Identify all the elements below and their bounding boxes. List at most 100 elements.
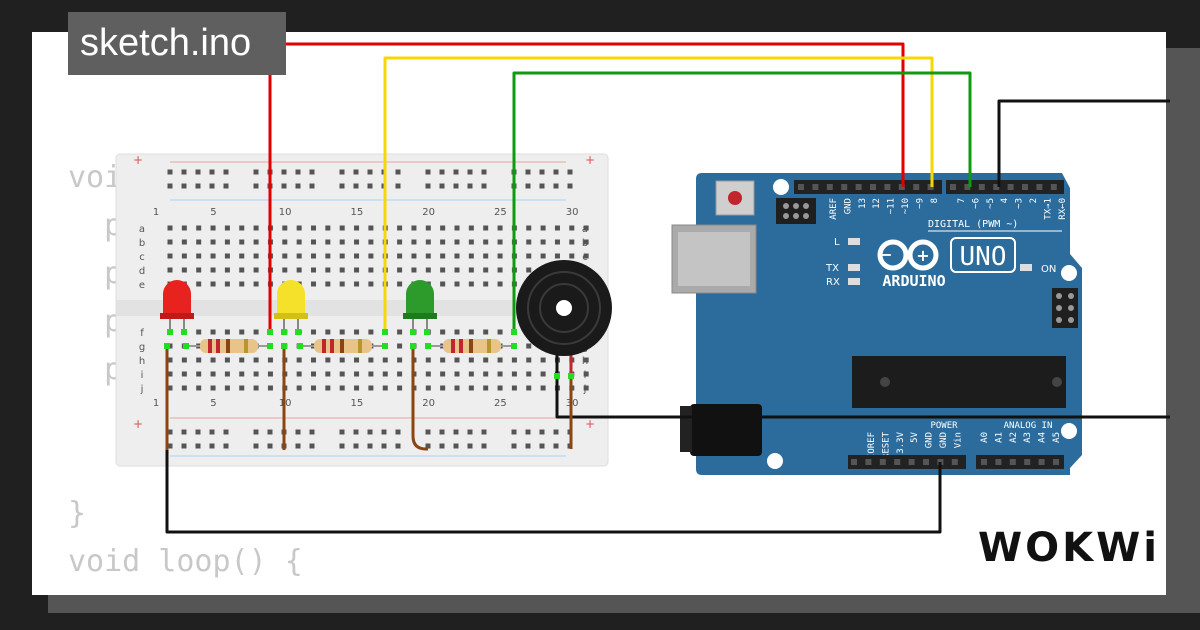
- breadboard-row-label: b: [139, 238, 145, 249]
- digital-pin-label: ~9: [915, 198, 925, 209]
- power-pin-label: GND: [939, 432, 949, 448]
- reset-button-cap[interactable]: [728, 191, 742, 205]
- breadboard-column-label: 20: [422, 398, 435, 409]
- board-model-label: UNO: [960, 242, 1007, 272]
- wire-black-gnd[interactable]: [165, 450, 942, 534]
- wire-brown-3[interactable]: [411, 346, 428, 451]
- power-label: POWER: [930, 421, 958, 431]
- breadboard-row-label: f: [140, 328, 144, 339]
- power-plus-label: +: [585, 417, 595, 431]
- breadboard-row-label: b: [582, 238, 588, 249]
- board-led-label: TX: [825, 263, 839, 274]
- breadboard-column-label: 5: [210, 398, 216, 409]
- resistor-3[interactable]: [428, 339, 514, 353]
- power-on-led: [1020, 264, 1032, 271]
- breadboard-row-label: h: [139, 356, 145, 367]
- rx-led: [848, 278, 860, 285]
- breadboard-column-label: 1: [153, 398, 159, 409]
- digital-pin-label: ~6: [971, 198, 981, 209]
- power-pin-label: RESET: [881, 431, 891, 459]
- digital-pin-label: AREF: [829, 198, 839, 220]
- resistor-2[interactable]: [300, 339, 385, 353]
- breadboard-column-label: 15: [351, 398, 364, 409]
- code-line: digitalWrite(11, HIGH);: [68, 586, 519, 595]
- digital-pin-label: ~10: [901, 198, 911, 214]
- wire-green[interactable]: [512, 71, 972, 332]
- power-jack[interactable]: [690, 404, 762, 456]
- arduino-uno-board[interactable]: AREF GND 13 12 ~11 ~10 ~9 8 7 ~6 ~5 4 ~3 2 TX→1 RX←0 DI…: [671, 173, 1082, 475]
- breadboard-column-label: 30: [566, 207, 579, 218]
- breadboard-column-label: 20: [422, 207, 435, 218]
- digital-pin-label: ~5: [986, 198, 996, 209]
- digital-pin-label: 12: [872, 198, 882, 209]
- analog-label: ANALOG IN: [1004, 421, 1053, 431]
- board-led-label: RX: [826, 277, 840, 288]
- analog-header[interactable]: [976, 455, 1064, 469]
- breadboard-row-label: j: [140, 384, 144, 395]
- breadboard-row-label: g: [139, 342, 145, 353]
- power-plus-label: +: [133, 417, 143, 431]
- analog-pin-label: A0: [980, 432, 990, 443]
- on-label: ON: [1041, 264, 1056, 275]
- breadboard-row-label: i: [584, 370, 587, 381]
- analog-pin-label: A2: [1009, 432, 1019, 443]
- digital-pin-label: ~11: [887, 198, 897, 214]
- arduino-infinity-logo: [877, 239, 939, 271]
- digital-pwm-label: DIGITAL (PWM ~): [928, 219, 1018, 230]
- power-pin-label: 5V: [910, 431, 920, 442]
- breadboard-column-label: 15: [351, 207, 364, 218]
- breadboard-row-label: c: [582, 252, 588, 263]
- wires: [165, 42, 1170, 534]
- breadboard-column-label: 1: [153, 207, 159, 218]
- code-line: void loop() {: [68, 544, 303, 579]
- digital-pin-label: 2: [1029, 198, 1039, 203]
- digital-header-right[interactable]: [946, 180, 1064, 194]
- analog-pin-label: A5: [1052, 432, 1062, 443]
- breadboard-row-label: i: [141, 370, 144, 381]
- wokwi-logo: WOKWi: [978, 525, 1160, 571]
- breadboard-column-label: 5: [210, 207, 216, 218]
- wire-red[interactable]: [268, 42, 905, 332]
- svg-text:+: +: [916, 246, 929, 265]
- digital-header-left[interactable]: [794, 180, 942, 194]
- breadboard-row-label: e: [139, 280, 145, 291]
- code-line: }: [68, 496, 87, 531]
- digital-pin-label: 8: [930, 198, 940, 203]
- breadboard-row-label: c: [139, 252, 145, 263]
- digital-pin-label: ~3: [1015, 198, 1025, 209]
- buzzer[interactable]: [516, 260, 612, 376]
- power-plus-label: +: [585, 153, 595, 167]
- breadboard-row-label: h: [582, 356, 588, 367]
- digital-pin-label: 7: [957, 198, 967, 203]
- resistor-1[interactable]: [186, 339, 270, 353]
- digital-pin-label: GND: [843, 198, 853, 214]
- l-led: [848, 238, 860, 245]
- led-yellow[interactable]: [274, 280, 308, 332]
- tx-led: [848, 264, 860, 271]
- digital-pin-label: RX←0: [1058, 198, 1068, 220]
- connection-points: [164, 329, 574, 379]
- digital-pin-label: 13: [858, 198, 868, 209]
- breadboard-column-label: 25: [494, 398, 507, 409]
- svg-text:−: −: [879, 245, 892, 264]
- wire-yellow[interactable]: [383, 56, 934, 332]
- power-pin-label: GND: [925, 432, 935, 448]
- digital-pin-label: TX→1: [1043, 198, 1053, 220]
- breadboard-column-label: 10: [279, 207, 292, 218]
- power-header[interactable]: [848, 455, 966, 469]
- analog-pin-label: A4: [1038, 432, 1048, 443]
- power-plus-label: +: [133, 153, 143, 167]
- analog-pin-label: A3: [1023, 432, 1033, 443]
- window-title: sketch.ino: [68, 12, 286, 75]
- digital-pin-label: 4: [1000, 198, 1010, 203]
- breadboard-row-label: j: [583, 384, 587, 395]
- board-brand-label: ARDUINO: [882, 272, 945, 290]
- wire-black-buzzer[interactable]: [555, 376, 1170, 419]
- wire-black-pin4[interactable]: [997, 99, 1170, 187]
- power-pin-label: Vin: [953, 432, 963, 448]
- power-pin-label: IOREF: [867, 432, 877, 459]
- breadboard-row-label: a: [139, 224, 145, 235]
- board-led-label: L: [834, 237, 840, 248]
- breadboard-column-label: 25: [494, 207, 507, 218]
